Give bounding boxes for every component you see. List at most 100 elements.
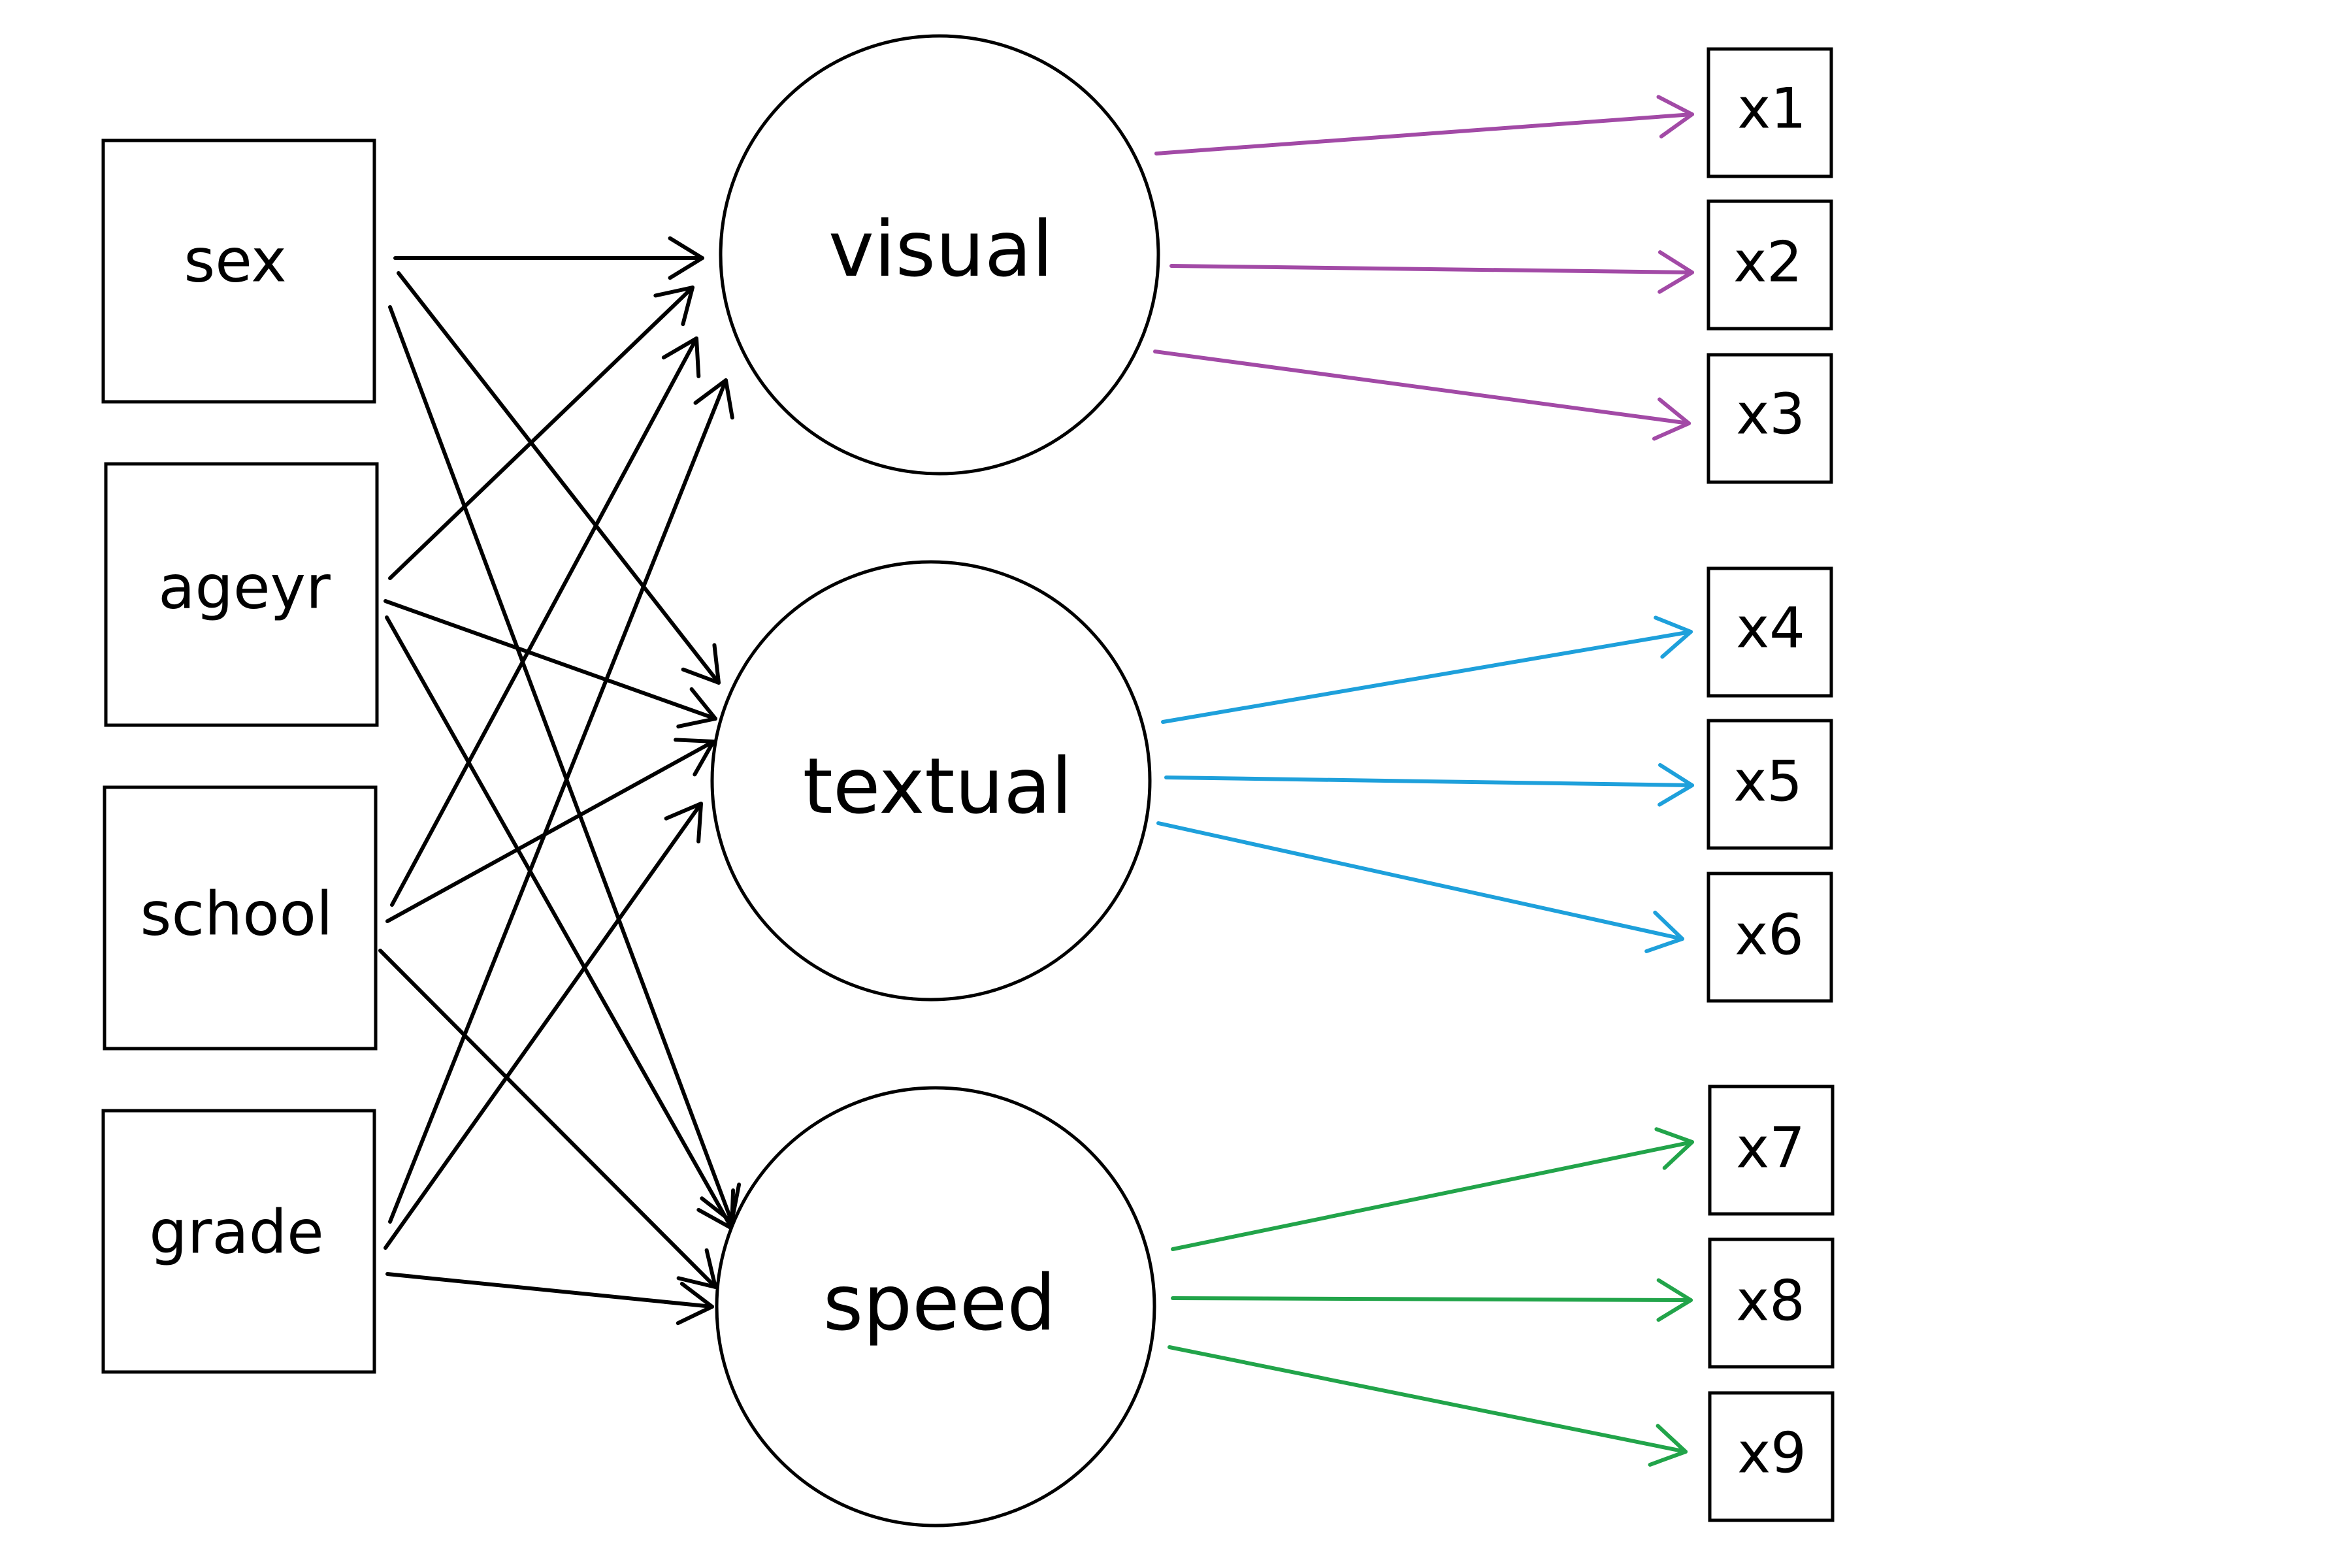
indicator-box-x6 <box>1707 872 1833 1003</box>
regression-arrow-school-to-textual-head <box>674 738 715 777</box>
loading-arrow-textual-to-x6 <box>1156 821 1684 953</box>
latent-textual: textual <box>710 560 1152 1002</box>
loading-arrow-textual-to-x4 <box>1161 615 1693 724</box>
loading-arrow-speed-to-x8-head <box>1656 1278 1693 1322</box>
indicator-label-x9: x9 <box>1737 1420 1806 1486</box>
covariate-label-school: school <box>140 879 333 949</box>
loading-arrow-visual-to-x2 <box>1169 250 1694 294</box>
indicator-label-x3: x3 <box>1736 382 1805 447</box>
regression-arrow-sex-to-textual-head <box>681 643 721 685</box>
regression-arrow-school-to-speed <box>378 949 717 1289</box>
latent-circle-visual <box>719 34 1160 476</box>
indicator-box-x5 <box>1707 719 1833 850</box>
indicator-label-x1: x1 <box>1737 76 1806 141</box>
latent-speed: speed <box>715 1086 1156 1527</box>
regression-arrow-sex-to-speed <box>388 305 742 1224</box>
indicator-label-x5: x5 <box>1733 749 1803 814</box>
latent-circle-textual <box>710 560 1152 1002</box>
indicator-label-x4: x4 <box>1736 595 1805 661</box>
regression-arrow-ageyr-to-visual-line <box>388 286 694 580</box>
loading-arrow-visual-to-x3-line <box>1153 350 1691 425</box>
regression-arrow-school-to-speed-line <box>378 949 717 1289</box>
loading-arrow-visual-to-x1-head <box>1656 95 1694 139</box>
covariate-box-ageyr <box>104 462 379 727</box>
loading-arrow-visual-to-x1 <box>1154 95 1694 155</box>
regression-arrow-grade-to-speed-line <box>385 1272 714 1309</box>
indicator-x5: x5 <box>1707 719 1833 850</box>
indicator-label-x8: x8 <box>1736 1268 1805 1333</box>
indicator-box-x8 <box>1708 1237 1835 1369</box>
regression-arrow-grade-to-visual <box>388 378 734 1224</box>
regression-arrow-sex-to-textual-line <box>397 271 721 685</box>
regression-arrow-sex-to-visual-head <box>668 236 704 280</box>
regression-arrow-ageyr-to-textual <box>384 599 717 728</box>
regression-arrow-school-to-speed-head <box>676 1248 717 1289</box>
loading-arrow-speed-to-x9-head <box>1648 1424 1688 1467</box>
regression-arrow-ageyr-to-visual-head <box>653 286 694 327</box>
loading-arrow-textual-to-x5 <box>1164 762 1694 807</box>
regression-arrow-ageyr-to-visual <box>388 286 694 580</box>
indicator-box-x9 <box>1708 1391 1835 1522</box>
covariate-label-ageyr: ageyr <box>158 552 331 622</box>
regression-arrow-sex-to-speed-line <box>388 305 734 1224</box>
loading-arrow-textual-to-x4-head <box>1654 615 1693 659</box>
regression-arrow-grade-to-visual-line <box>388 378 728 1224</box>
indicator-x2: x2 <box>1707 199 1833 331</box>
covariate-label-sex: sex <box>184 225 286 295</box>
regression-arrow-school-to-visual-head <box>661 336 701 378</box>
covariate-label-grade: grade <box>149 1197 324 1267</box>
loading-arrow-speed-to-x7-head <box>1654 1127 1694 1170</box>
regression-arrow-ageyr-to-textual-head <box>676 687 717 728</box>
loading-arrow-textual-to-x6-head <box>1644 910 1684 953</box>
indicator-x7: x7 <box>1708 1085 1835 1216</box>
regression-arrow-school-to-visual <box>390 336 701 907</box>
regression-arrow-school-to-textual-line <box>385 740 715 923</box>
indicator-box-x7 <box>1708 1085 1835 1216</box>
regression-arrow-school-to-visual-line <box>390 336 698 907</box>
regression-arrow-ageyr-to-textual-line <box>384 599 717 721</box>
covariate-box-school <box>103 785 378 1051</box>
indicator-x9: x9 <box>1708 1391 1835 1522</box>
covariate-school: school <box>103 785 378 1051</box>
loading-arrow-visual-to-x2-head <box>1658 250 1694 294</box>
indicator-x8: x8 <box>1708 1237 1835 1369</box>
regression-arrow-grade-to-textual-head <box>664 802 703 843</box>
indicator-x6: x6 <box>1707 872 1833 1003</box>
regression-arrow-school-to-textual <box>385 738 715 923</box>
indicator-x4: x4 <box>1707 566 1833 698</box>
latent-label-speed: speed <box>823 1258 1056 1348</box>
loading-arrow-visual-to-x2-line <box>1169 264 1694 274</box>
regression-arrow-grade-to-textual <box>384 802 703 1250</box>
regression-arrow-grade-to-visual-head <box>693 378 734 420</box>
latent-circle-speed <box>715 1086 1156 1527</box>
covariate-box-grade <box>101 1109 376 1374</box>
regression-arrow-grade-to-speed <box>385 1272 714 1326</box>
loading-arrow-speed-to-x9-line <box>1168 1345 1688 1454</box>
loading-arrow-textual-to-x6-line <box>1156 821 1684 941</box>
loading-arrow-textual-to-x4-line <box>1161 630 1693 724</box>
loading-arrow-speed-to-x9 <box>1168 1345 1688 1467</box>
covariate-sex: sex <box>101 139 376 404</box>
regression-arrow-grade-to-textual-line <box>384 802 703 1250</box>
edges-layer <box>378 95 1694 1467</box>
covariate-grade: grade <box>101 1109 376 1374</box>
regression-arrow-ageyr-to-speed-line <box>385 615 734 1230</box>
loading-arrow-speed-to-x8-line <box>1171 1296 1693 1302</box>
regression-arrow-ageyr-to-speed <box>385 615 736 1230</box>
indicator-label-x6: x6 <box>1735 902 1804 968</box>
loading-arrow-textual-to-x5-line <box>1164 776 1694 787</box>
loading-arrow-visual-to-x3-head <box>1652 397 1691 441</box>
indicator-label-x2: x2 <box>1733 229 1803 295</box>
indicator-label-x7: x7 <box>1736 1115 1805 1181</box>
indicator-box-x3 <box>1707 353 1833 484</box>
regression-arrow-sex-to-textual <box>397 271 721 685</box>
regression-arrow-sex-to-visual <box>393 236 704 280</box>
indicator-box-x2 <box>1707 199 1833 331</box>
indicator-box-x4 <box>1707 566 1833 698</box>
latent-visual: visual <box>719 34 1160 476</box>
loading-arrow-visual-to-x1-line <box>1154 112 1694 155</box>
loading-arrow-speed-to-x8 <box>1171 1278 1693 1322</box>
loading-arrow-speed-to-x7 <box>1171 1127 1694 1251</box>
loading-arrow-speed-to-x7-line <box>1171 1140 1694 1251</box>
